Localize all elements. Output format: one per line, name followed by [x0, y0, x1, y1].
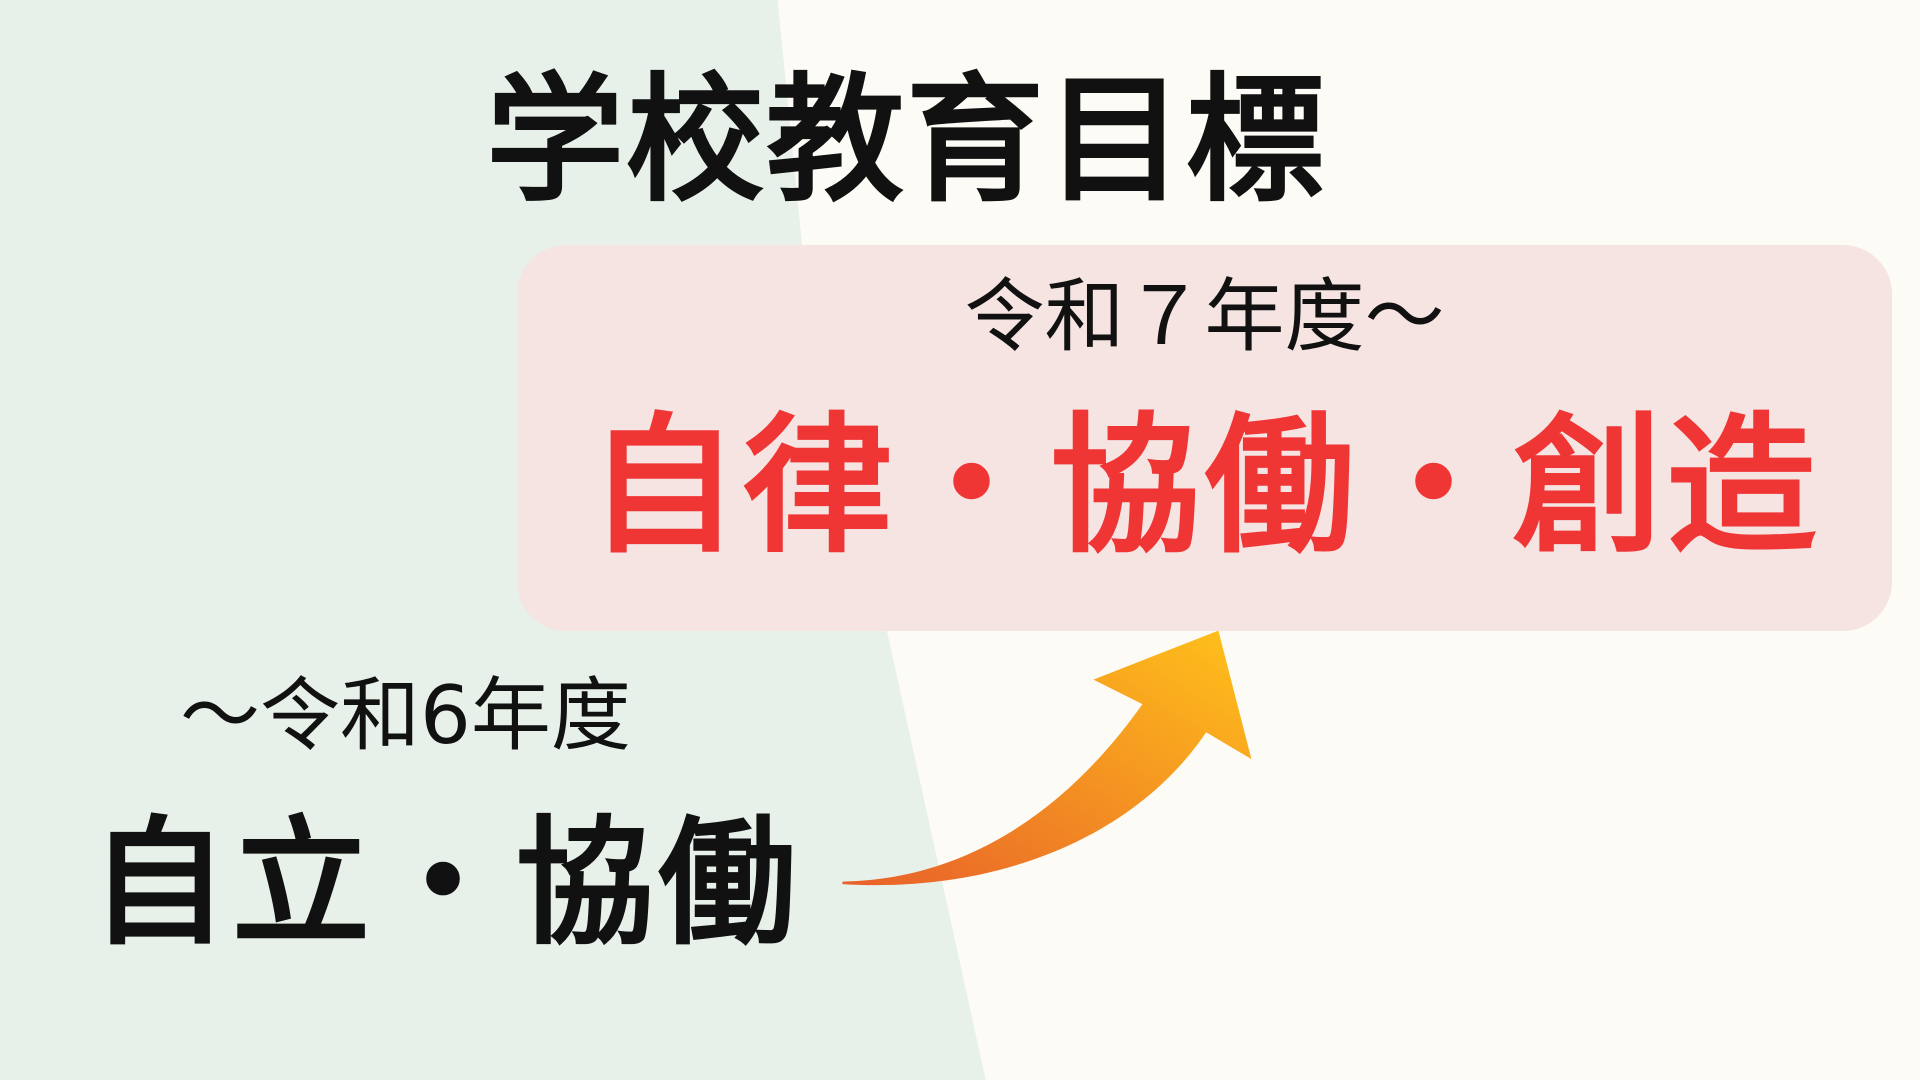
current-goal-box [517, 245, 1892, 631]
page-title: 学校教育目標 [485, 60, 1326, 221]
current-goal-text: 自律・協働・創造 [588, 400, 1821, 574]
current-period-label: 令和７年度〜 [964, 270, 1445, 363]
previous-period-label: 〜令和6年度 [180, 669, 631, 762]
curved-arrow-icon [842, 630, 1252, 886]
previous-goal-text: 自立・協働 [90, 803, 801, 964]
